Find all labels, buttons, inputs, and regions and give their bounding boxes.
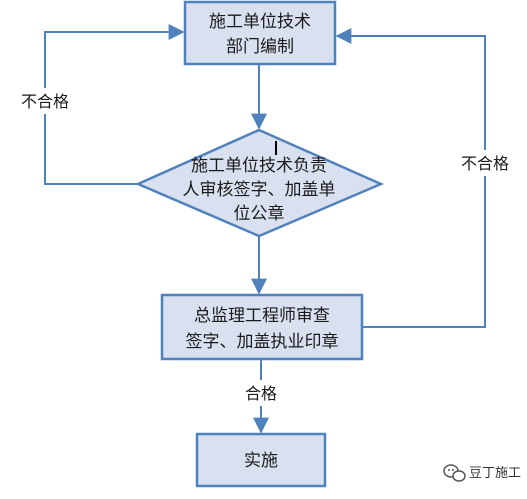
- node-supervisor-line2: 签字、加盖执业印章: [186, 332, 339, 352]
- node-compile: 施工单位技术 部门编制: [183, 0, 337, 66]
- node-implement-label: 实施: [244, 451, 278, 471]
- node-review-line3: 位公章: [234, 204, 285, 224]
- node-review-line1: 施工单位技术负责: [191, 156, 327, 176]
- node-supervisor: 总监理工程师审查 签字、加盖执业印章: [160, 293, 364, 361]
- node-supervisor-line1: 总监理工程师审查: [194, 306, 330, 326]
- watermark-text: 豆丁施工: [469, 466, 521, 481]
- node-review: 施工单位技术负责 人审核签字、加盖单 位公章: [134, 128, 385, 238]
- node-implement: 实施: [195, 432, 327, 488]
- node-compile-line2: 部门编制: [226, 37, 294, 57]
- edge-label-fail-left: 不合格: [21, 92, 69, 111]
- wechat-icon: [443, 464, 466, 482]
- node-review-line2: 人审核签字、加盖单: [183, 180, 336, 200]
- edge-label-fail-right: 不合格: [461, 154, 509, 173]
- node-compile-line1: 施工单位技术: [209, 12, 311, 32]
- arrow-fail-right: [335, 28, 486, 328]
- watermark: 豆丁施工: [443, 464, 521, 482]
- edge-label-pass: 合格: [245, 384, 277, 403]
